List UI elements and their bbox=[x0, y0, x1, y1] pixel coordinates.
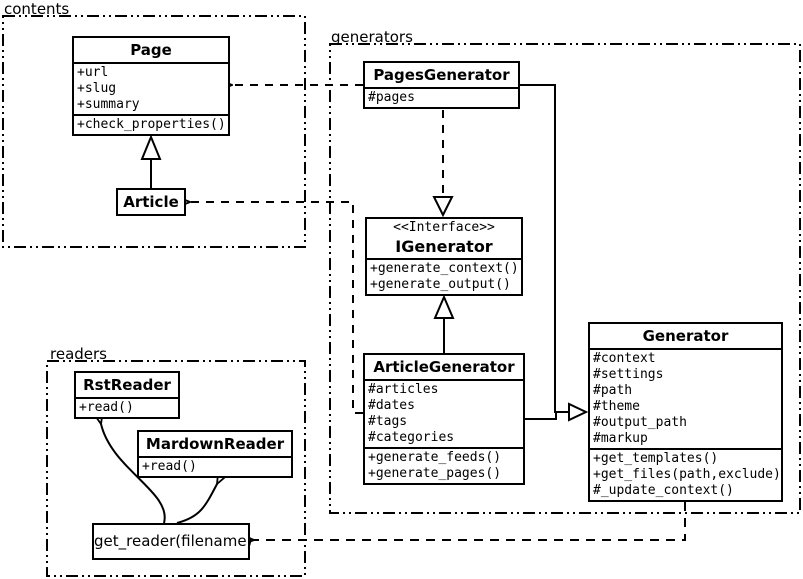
class-box-articlegenerator: ArticleGenerator #articles #dates #tags … bbox=[363, 353, 525, 485]
inheritance-triangle-page bbox=[140, 134, 162, 160]
function-box-get-reader: get_reader(filename) bbox=[92, 523, 252, 560]
class-title-articlegenerator: ArticleGenerator bbox=[373, 358, 515, 376]
class-box-mardownreader: MardownReader +read() bbox=[137, 430, 293, 478]
methods-section-rstreader: +read() bbox=[76, 397, 178, 417]
method-row: +generate_output() bbox=[370, 277, 511, 292]
dependency-generator-getreader bbox=[254, 502, 686, 540]
method-row: #_update_context() bbox=[593, 483, 734, 498]
attribute-row: #articles bbox=[368, 382, 439, 397]
class-box-rstreader: RstReader +read() bbox=[74, 371, 180, 419]
attributes-section-pagesgenerator: #pages bbox=[365, 87, 518, 107]
package-label-contents: contents bbox=[4, 0, 70, 18]
methods-section-page: +check_properties() bbox=[74, 114, 228, 134]
method-row: +read() bbox=[79, 400, 134, 415]
attribute-row: #output_path bbox=[593, 415, 687, 430]
method-row: +generate_pages() bbox=[368, 466, 502, 481]
attributes-section-articlegenerator: #articles #dates #tags #categories bbox=[365, 379, 523, 447]
package-label-readers: readers bbox=[50, 345, 107, 363]
attribute-row: #markup bbox=[593, 431, 648, 446]
methods-section-igenerator: +generate_context() +generate_output() bbox=[367, 258, 521, 294]
generalization-articlegenerator-generator bbox=[525, 412, 557, 420]
package-border-readers bbox=[46, 360, 306, 577]
realization-triangle-igenerator-top bbox=[432, 196, 454, 218]
attribute-row: #dates bbox=[368, 398, 415, 413]
attribute-row: #path bbox=[593, 383, 633, 398]
attribute-row: +summary bbox=[77, 97, 140, 112]
method-row: +get_templates() bbox=[593, 451, 719, 466]
class-stereotype-igenerator: <<Interface>> bbox=[393, 220, 495, 235]
methods-section-generator: +get_templates() +get_files(path,exclude… bbox=[590, 448, 781, 500]
attribute-row: #pages bbox=[368, 90, 415, 105]
class-title-mardownreader: MardownReader bbox=[145, 435, 285, 453]
attribute-row: +url bbox=[77, 65, 109, 80]
generalization-pagesgenerator-generator bbox=[520, 84, 569, 413]
package-label-generators: generators bbox=[331, 28, 413, 46]
class-box-pagesgenerator: PagesGenerator #pages bbox=[363, 61, 520, 109]
attribute-row: +slug bbox=[77, 81, 117, 96]
attribute-row: #context bbox=[593, 351, 656, 366]
attribute-row: #settings bbox=[593, 367, 664, 382]
class-title-pagesgenerator: PagesGenerator bbox=[373, 66, 510, 84]
class-box-article: Article bbox=[116, 188, 186, 216]
attributes-section-page: +url +slug +summary bbox=[74, 62, 228, 114]
methods-section-articlegenerator: +generate_feeds() +generate_pages() bbox=[365, 447, 523, 483]
call-getreader-mardownreader bbox=[176, 484, 217, 524]
class-box-igenerator: <<Interface>> IGenerator +generate_conte… bbox=[365, 217, 523, 296]
method-row: +get_files(path,exclude) bbox=[593, 467, 781, 482]
class-title-generator: Generator bbox=[642, 327, 729, 345]
inheritance-triangle-igenerator-bottom bbox=[433, 294, 455, 319]
call-getreader-rstreader bbox=[101, 424, 166, 524]
attribute-row: #categories bbox=[368, 430, 455, 445]
method-row: +generate_feeds() bbox=[368, 450, 502, 465]
class-title-igenerator: IGenerator bbox=[395, 237, 493, 256]
package-border-contents bbox=[2, 15, 306, 248]
method-row: +read() bbox=[142, 459, 197, 474]
method-row: +check_properties() bbox=[77, 117, 226, 132]
attributes-section-generator: #context #settings #path #theme #output_… bbox=[590, 348, 781, 448]
class-box-generator: Generator #context #settings #path #them… bbox=[588, 322, 783, 502]
inheritance-triangle-generator bbox=[568, 402, 589, 422]
class-title-rstreader: RstReader bbox=[83, 376, 171, 394]
class-title-page: Page bbox=[130, 41, 172, 59]
attribute-row: #theme bbox=[593, 399, 640, 414]
dependency-articlegenerator-article bbox=[190, 202, 363, 414]
methods-section-mardownreader: +read() bbox=[139, 456, 291, 476]
package-border-generators bbox=[329, 43, 801, 514]
class-title-article: Article bbox=[123, 193, 179, 211]
class-header-igenerator: <<Interface>> IGenerator bbox=[367, 219, 521, 258]
attribute-row: #tags bbox=[368, 414, 408, 429]
method-row: +generate_context() bbox=[370, 261, 519, 276]
class-box-page: Page +url +slug +summary +check_properti… bbox=[72, 36, 230, 136]
